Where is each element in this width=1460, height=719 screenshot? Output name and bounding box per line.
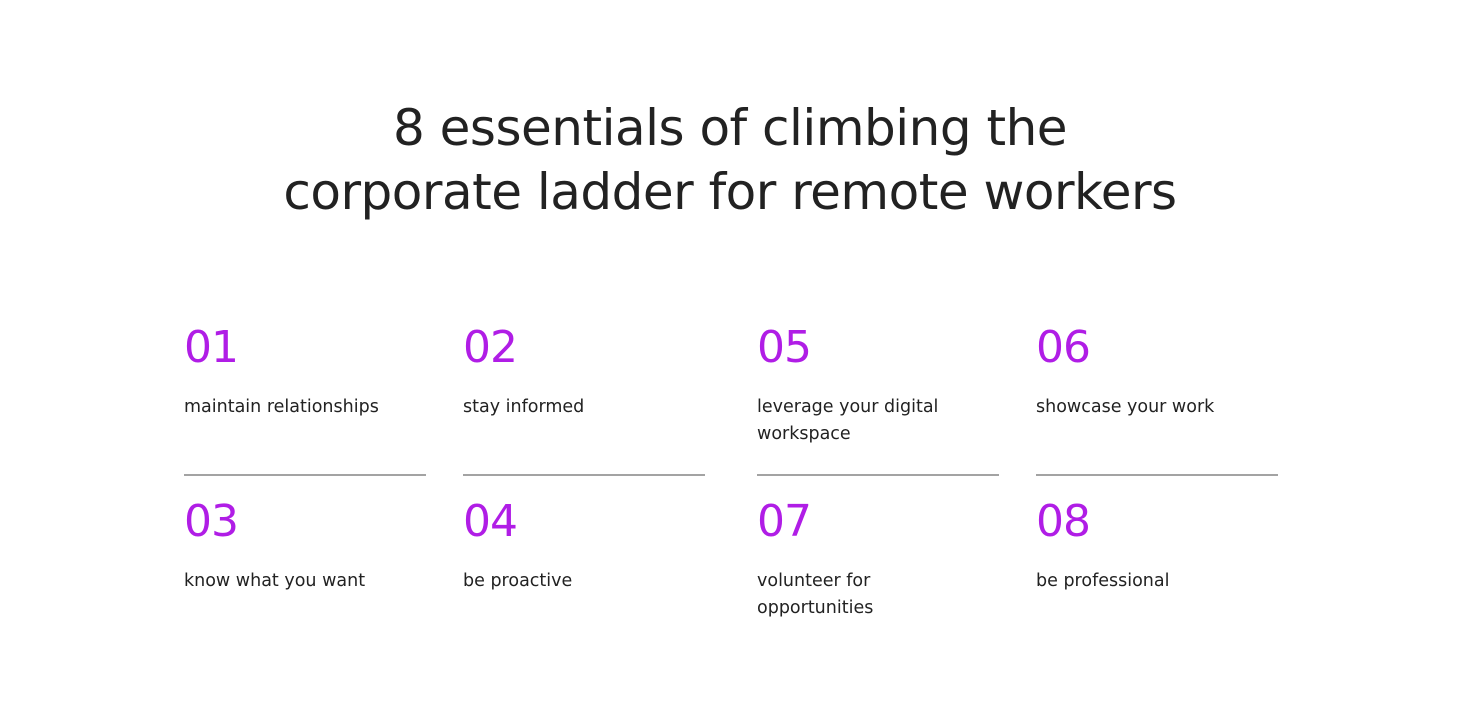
essential-label: maintain relationships: [184, 397, 379, 417]
essential-number: 07: [757, 496, 812, 547]
divider: [1036, 474, 1278, 476]
essential-item-06: 06 showcase your work: [1036, 326, 1278, 421]
essential-number: 05: [757, 322, 812, 373]
essential-number: 04: [463, 496, 518, 547]
essential-number: 01: [184, 322, 239, 373]
page-title: 8 essentials of climbing the corporate l…: [0, 96, 1460, 224]
essential-label: be proactive: [463, 571, 573, 591]
essential-item-02: 02 stay informed: [463, 326, 705, 421]
essential-label: stay informed: [463, 397, 585, 417]
essential-label: know what you want: [184, 571, 366, 591]
divider: [463, 474, 705, 476]
title-line-1: 8 essentials of climbing the: [392, 99, 1068, 157]
essential-label: showcase your work: [1036, 397, 1215, 417]
essential-item-04: 04 be proactive: [463, 500, 705, 595]
essential-label: volunteer for opportunities: [757, 571, 874, 618]
essential-item-03: 03 know what you want: [184, 500, 426, 595]
essential-label: leverage your digital workspace: [757, 397, 939, 444]
title-line-2: corporate ladder for remote workers: [283, 163, 1177, 221]
essential-item-05: 05 leverage your digital workspace: [757, 326, 999, 448]
essential-number: 03: [184, 496, 239, 547]
essential-label: be professional: [1036, 571, 1170, 591]
essential-number: 06: [1036, 322, 1091, 373]
divider: [184, 474, 426, 476]
essential-item-07: 07 volunteer for opportunities: [757, 500, 999, 622]
essential-item-01: 01 maintain relationships: [184, 326, 426, 421]
divider: [757, 474, 999, 476]
essential-number: 08: [1036, 496, 1091, 547]
essential-number: 02: [463, 322, 518, 373]
essential-item-08: 08 be professional: [1036, 500, 1278, 595]
